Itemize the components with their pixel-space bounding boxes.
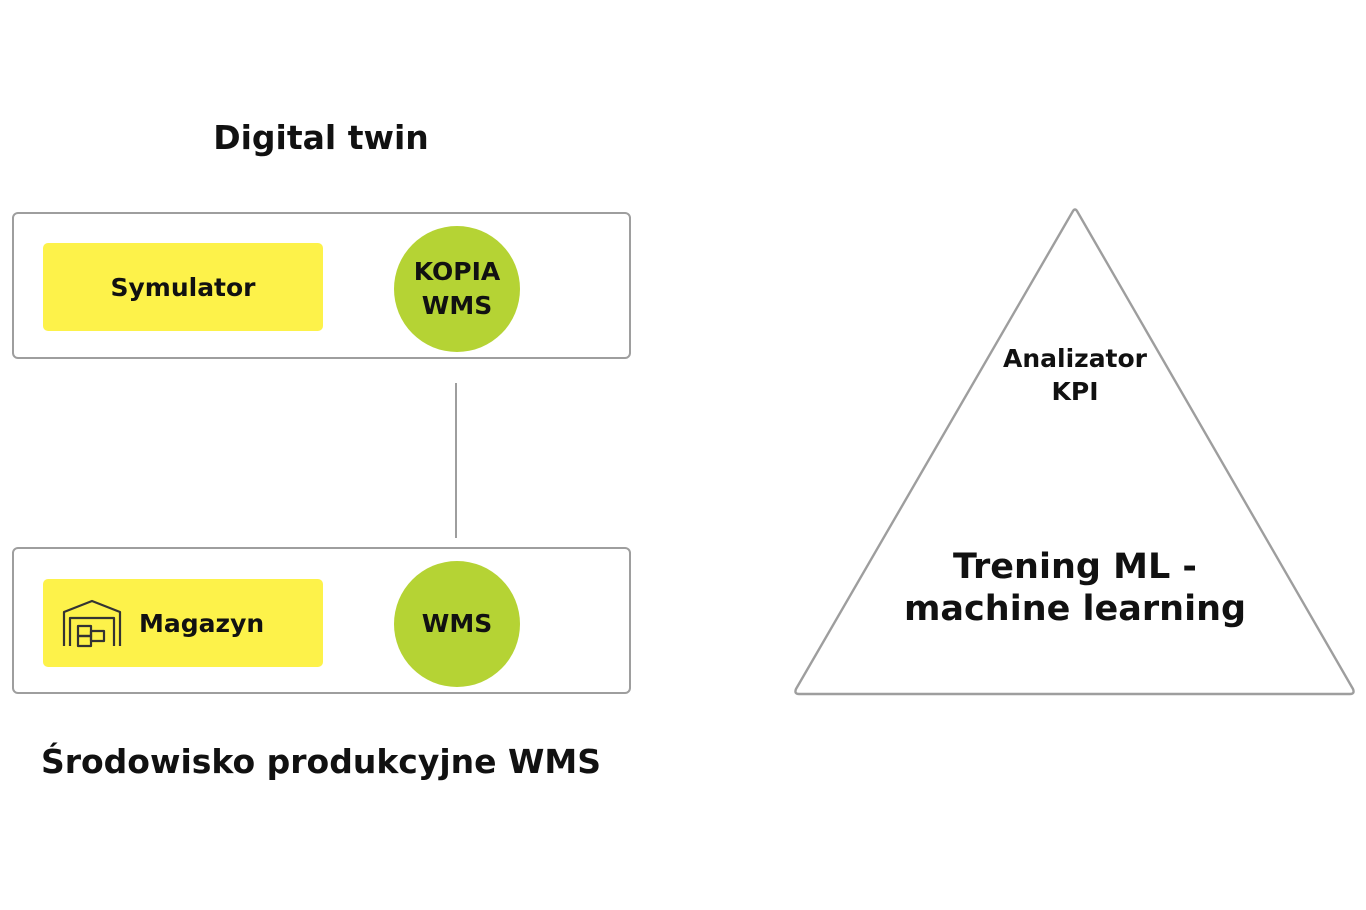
production-environment-heading: Środowisko produkcyjne WMS bbox=[40, 742, 602, 781]
wms-copy-circle: KOPIA WMS bbox=[394, 226, 520, 352]
digital-twin-panel: Symulator KOPIA WMS bbox=[12, 212, 631, 359]
warehouse-chip: Magazyn bbox=[43, 579, 323, 667]
simulator-label: Symulator bbox=[110, 272, 256, 302]
ml-training-label: Trening ML - machine learning bbox=[903, 547, 1247, 629]
warehouse-icon bbox=[61, 598, 123, 648]
simulator-chip: Symulator bbox=[43, 243, 323, 331]
warehouse-label: Magazyn bbox=[139, 608, 265, 638]
ml-triangle bbox=[794, 208, 1355, 696]
digital-twin-heading: Digital twin bbox=[213, 118, 429, 157]
production-panel: Magazyn WMS bbox=[12, 547, 631, 694]
wms-circle: WMS bbox=[394, 561, 520, 687]
kpi-analyzer-label: Analizator KPI bbox=[1002, 344, 1148, 406]
connector-line bbox=[455, 383, 457, 538]
